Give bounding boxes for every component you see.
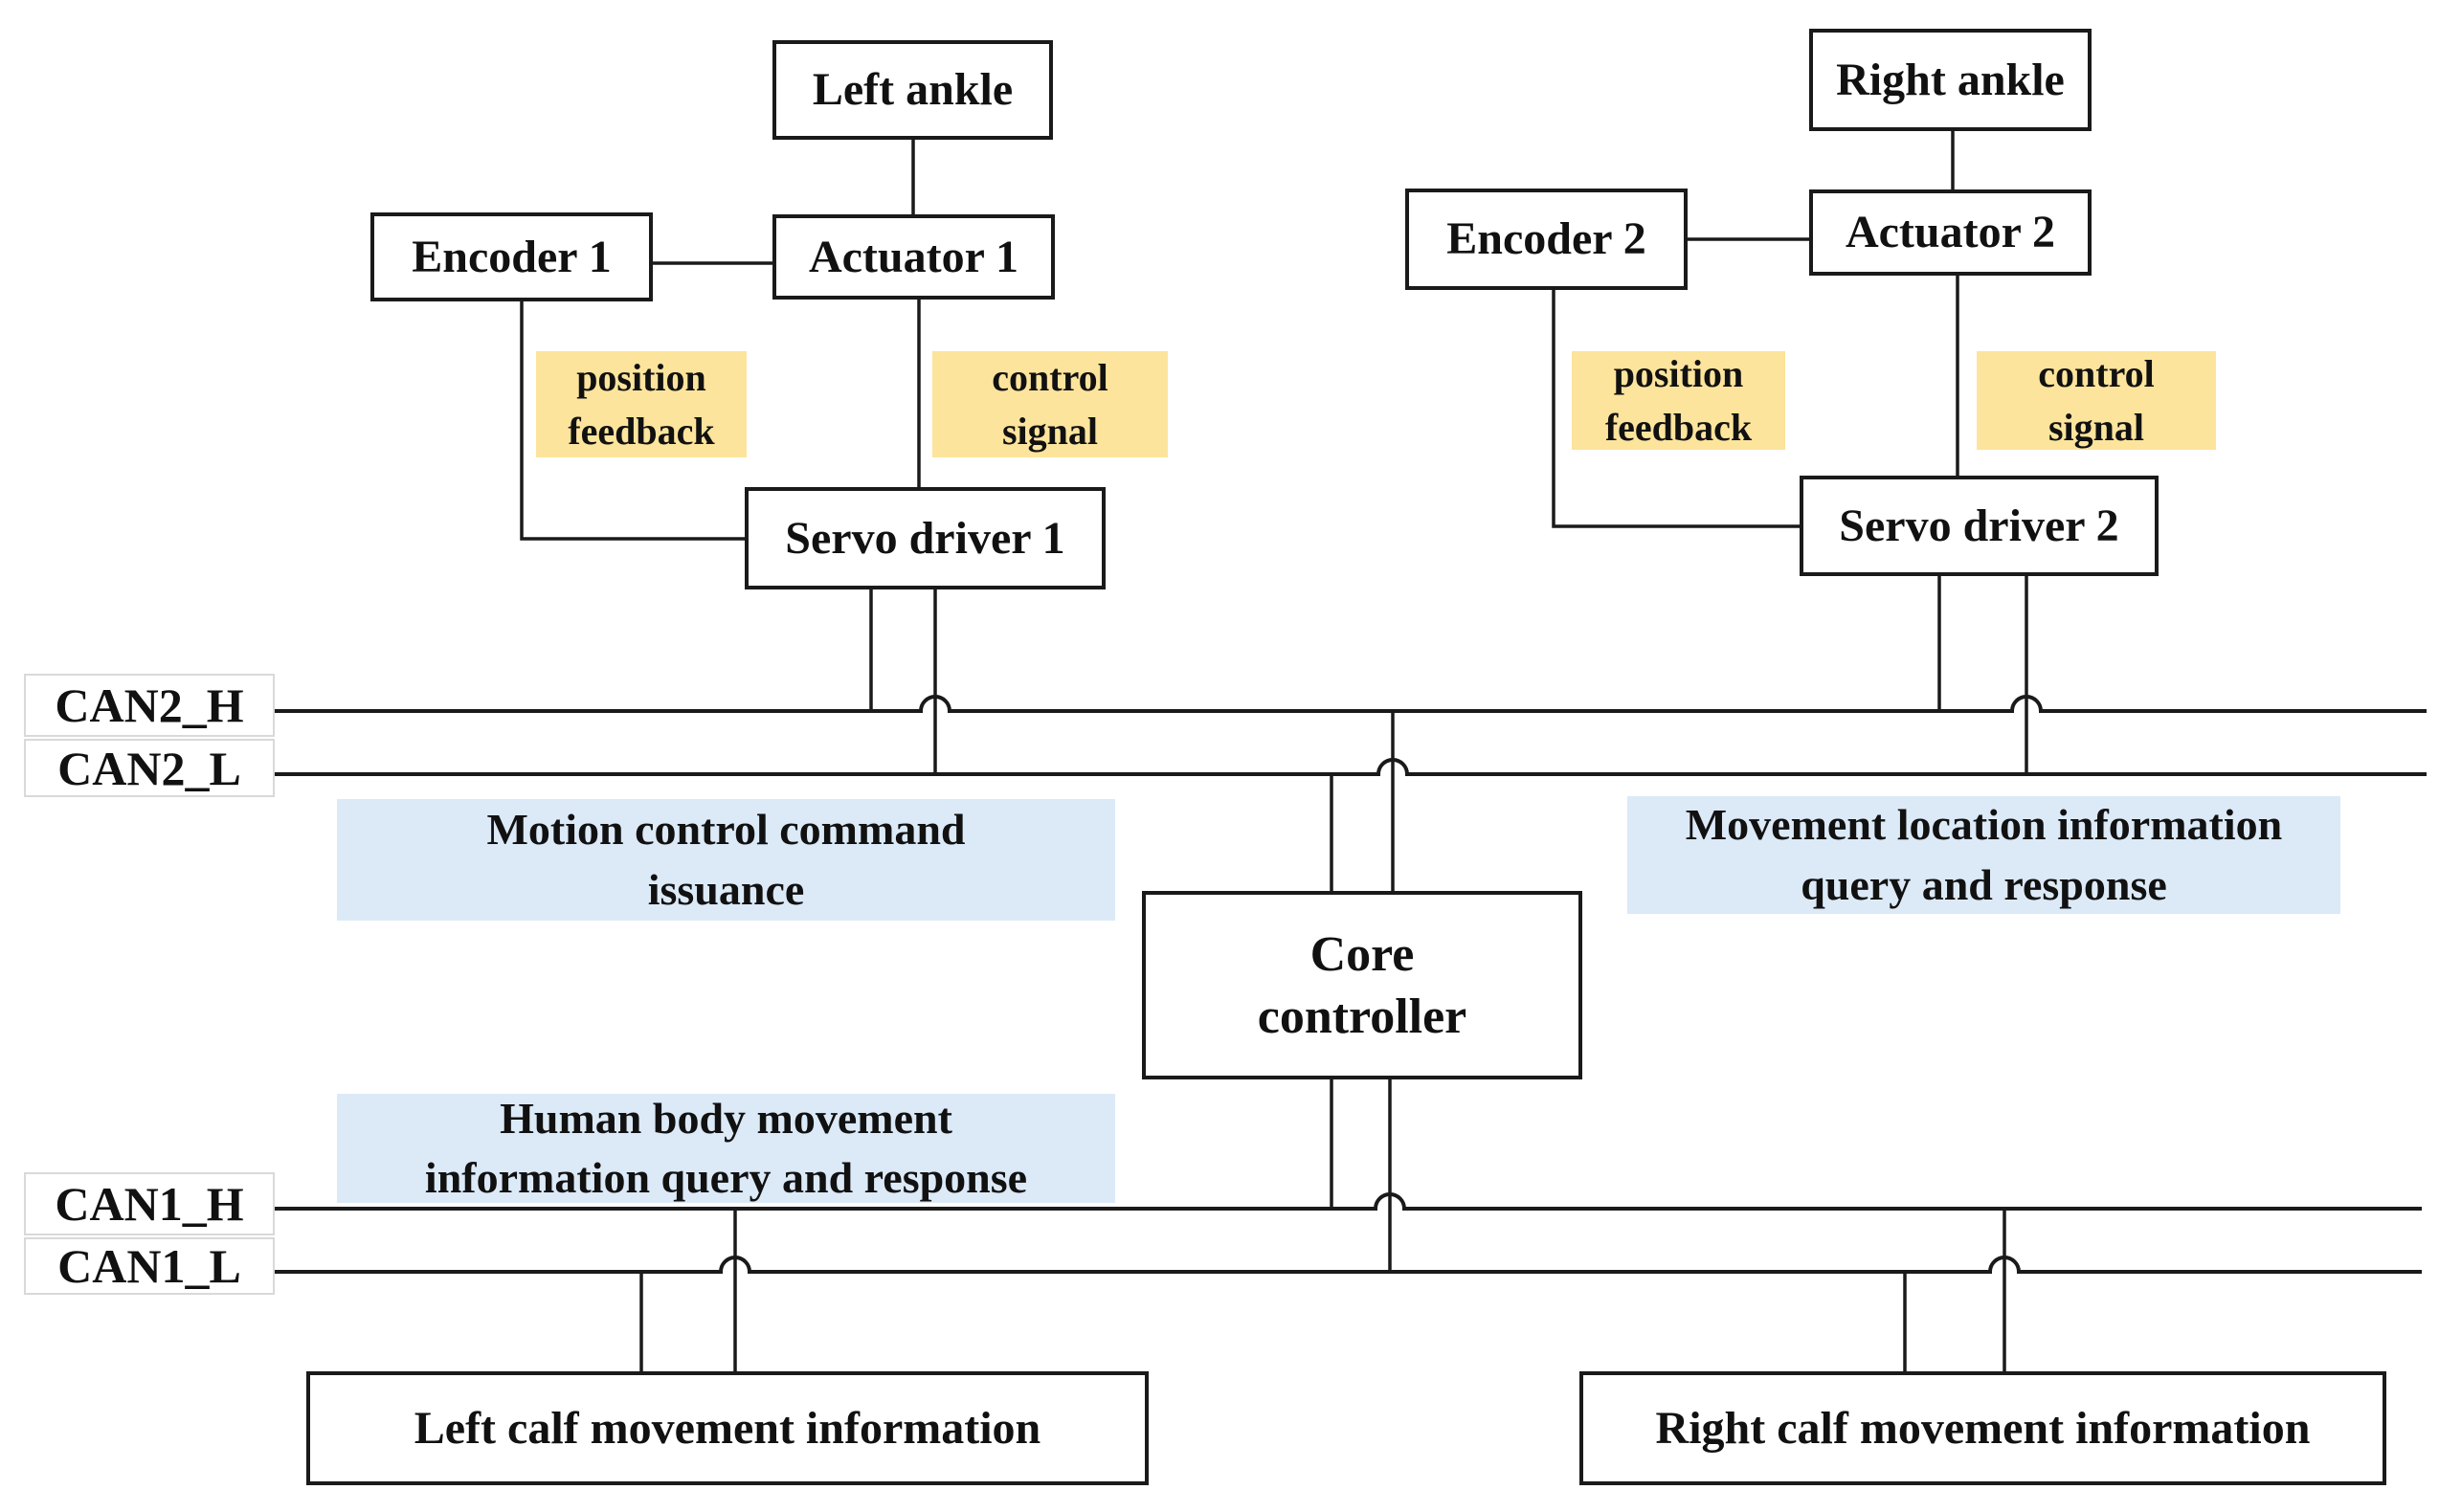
node-actuator-2-label: Actuator 2 [1845,207,2056,257]
node-left-calf-info-label: Left calf movement information [414,1402,1041,1454]
annotation-human-body-line2: information query and response [424,1153,1028,1202]
annotation-motion-control-line2: issuance [647,864,805,914]
node-servo-driver-1: Servo driver 1 [745,487,1106,589]
annotation-human-body: Human body movement information query an… [337,1094,1115,1203]
bus-label-can1-h: CAN1_H [24,1172,275,1235]
bus-label-can2-h: CAN2_H [24,674,275,737]
node-actuator-1: Actuator 1 [772,214,1055,300]
bus-label-can2-l-text: CAN2_L [57,741,241,795]
bus-label-can2-l: CAN2_L [24,739,275,797]
node-right-ankle-label: Right ankle [1836,54,2065,105]
connector-encoder2-servo2-elbow [1552,290,1800,528]
node-encoder-2-label: Encoder 2 [1446,213,1646,264]
label-position-feedback-left-line2: feedback [568,409,715,453]
can2-h-bus-line [275,695,2427,713]
node-left-calf-info: Left calf movement information [306,1371,1149,1485]
node-left-ankle-label: Left ankle [812,64,1014,115]
node-encoder-2: Encoder 2 [1405,189,1688,290]
annotation-movement-location-line2: query and response [1801,859,2167,909]
annotation-motion-control: Motion control command issuance [337,799,1115,921]
label-position-feedback-right: position feedback [1572,351,1785,450]
can1-l-bus-line [275,1256,2422,1274]
node-right-calf-info-label: Right calf movement information [1655,1402,2311,1454]
bus-label-can1-h-text: CAN1_H [55,1177,244,1231]
node-servo-driver-2-label: Servo driver 2 [1839,500,2119,551]
bus-label-can1-l: CAN1_L [24,1237,275,1295]
node-core-controller: Core controller [1142,891,1582,1079]
node-core-controller-line2: controller [1257,989,1467,1044]
annotation-movement-location: Movement location information query and … [1627,796,2340,914]
bus-label-can1-l-text: CAN1_L [57,1239,241,1293]
node-right-calf-info: Right calf movement information [1579,1371,2386,1485]
node-encoder-1: Encoder 1 [370,212,653,301]
connector-encoder1-servo1-elbow [520,301,745,541]
node-servo-driver-1-label: Servo driver 1 [785,512,1065,564]
node-encoder-1-label: Encoder 1 [412,231,612,282]
label-control-signal-left: control signal [932,351,1168,457]
label-control-signal-left-line1: control [992,356,1108,400]
can2-l-bus-line [275,758,2427,776]
label-control-signal-left-line2: signal [1001,409,1099,453]
node-actuator-2: Actuator 2 [1809,189,2092,276]
bus-label-can2-h-text: CAN2_H [55,678,244,732]
node-servo-driver-2: Servo driver 2 [1800,476,2159,576]
label-control-signal-right-line1: control [2038,352,2155,396]
annotation-movement-location-line1: Movement location information [1685,800,2283,850]
node-left-ankle: Left ankle [772,40,1053,140]
annotation-motion-control-line1: Motion control command [486,805,966,855]
annotation-human-body-line1: Human body movement [500,1093,952,1143]
node-core-controller-line1: Core [1309,926,1415,982]
label-control-signal-right-line2: signal [2047,405,2145,449]
label-position-feedback-left: position feedback [536,351,747,457]
label-position-feedback-right-line1: position [1613,352,1744,396]
node-actuator-1-label: Actuator 1 [808,231,1019,282]
label-control-signal-right: control signal [1977,351,2216,450]
node-right-ankle: Right ankle [1809,29,2092,131]
label-position-feedback-left-line1: position [576,356,706,400]
label-position-feedback-right-line2: feedback [1604,405,1753,449]
